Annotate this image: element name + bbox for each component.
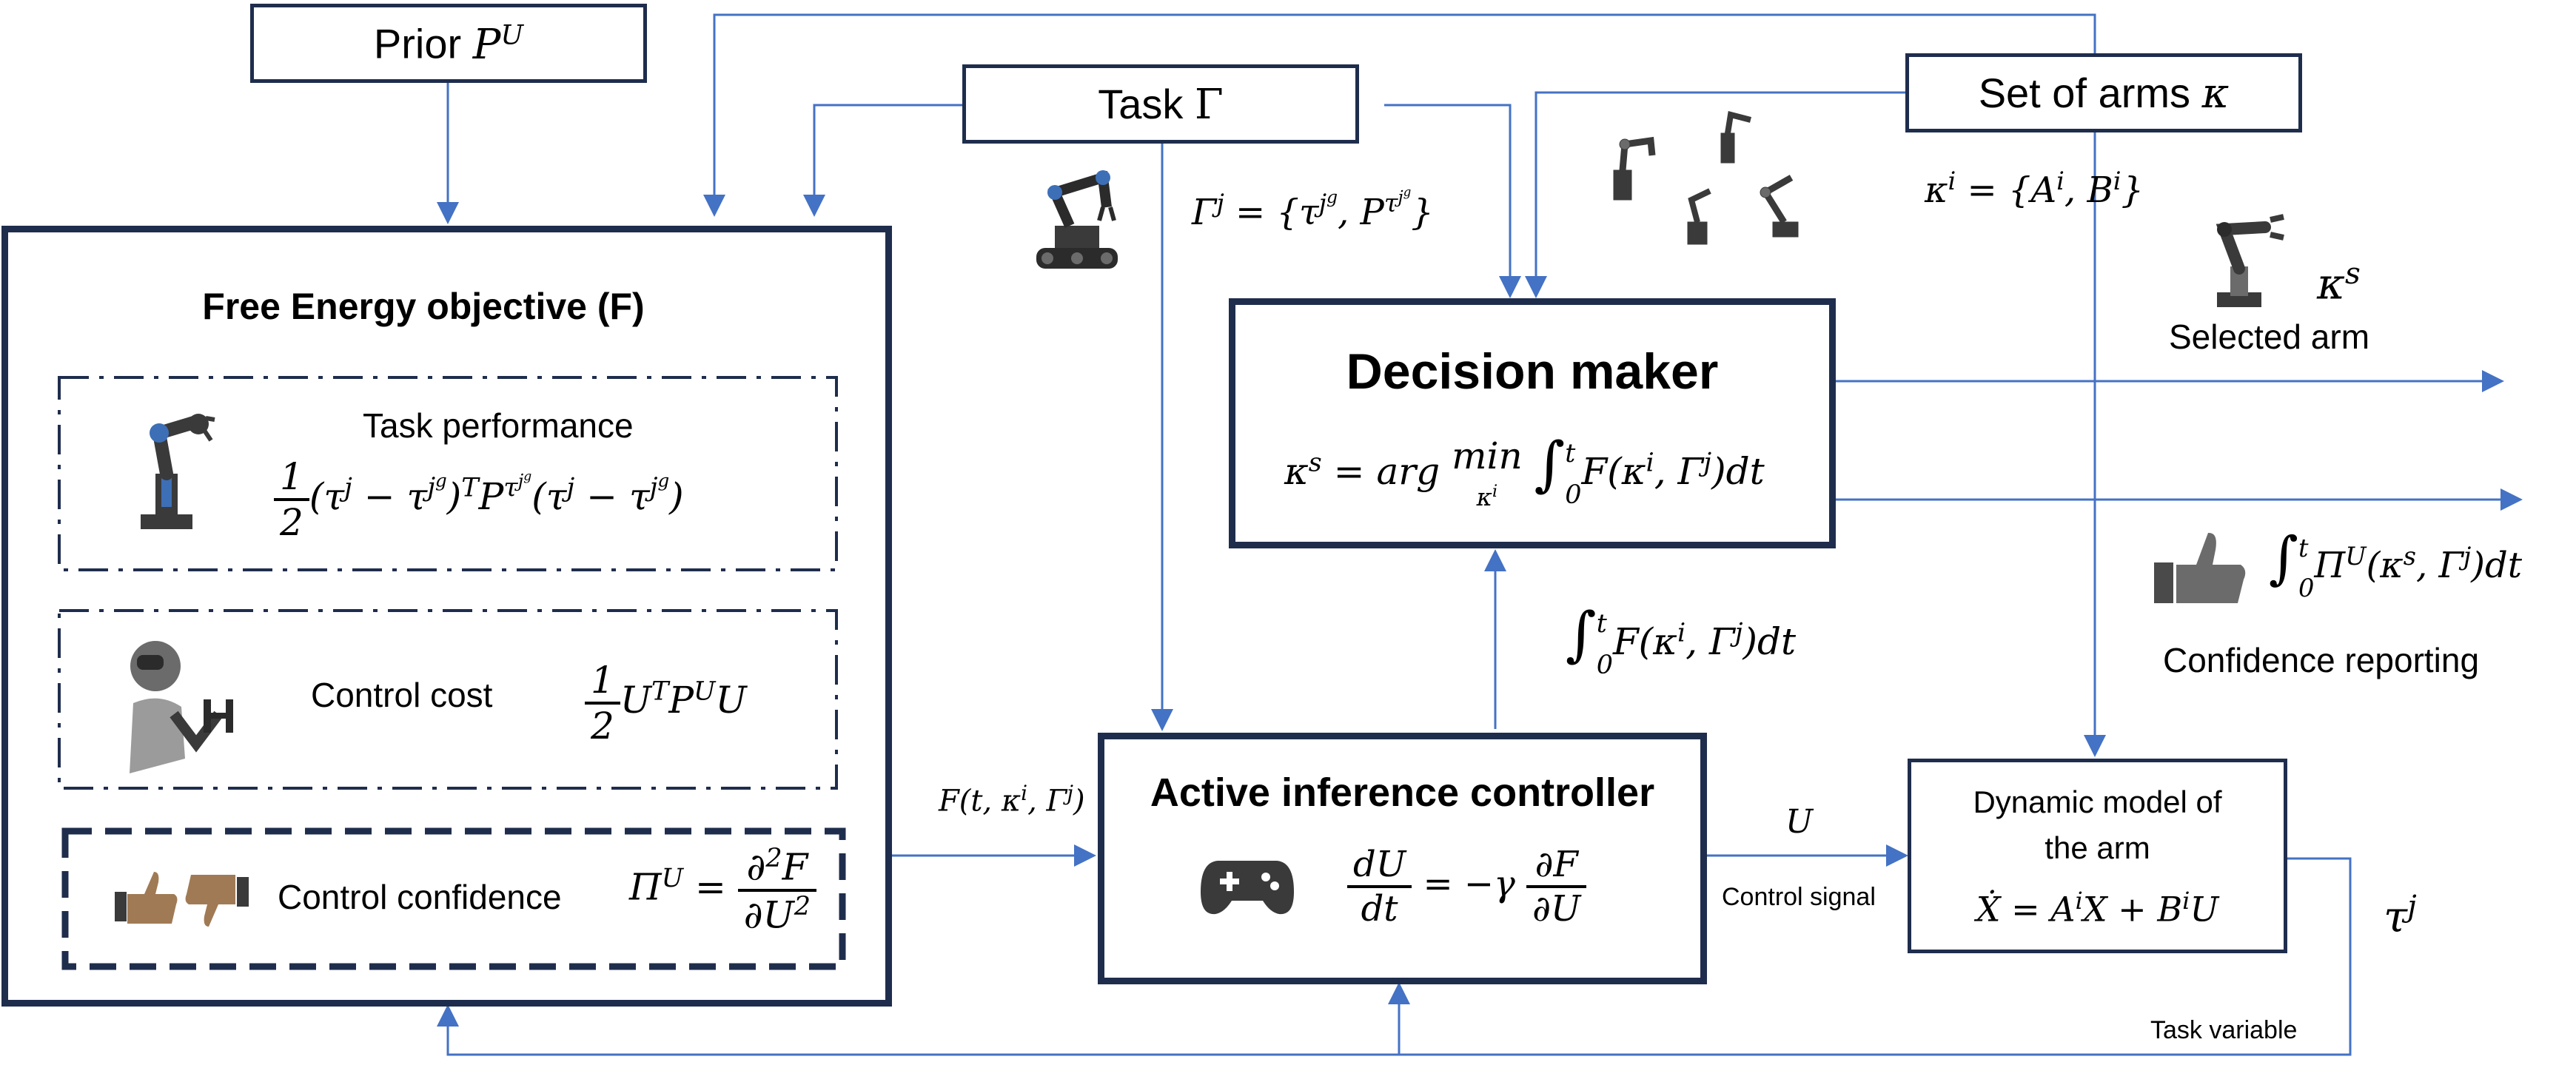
decision-maker-title: Decision maker (1346, 343, 1719, 400)
dynamics-equation: Ẋ = AiX + BiU (1976, 887, 2219, 930)
control-cost-label: Control cost (311, 676, 493, 714)
selected-arm-icon (2216, 214, 2284, 307)
task-performance-frame (58, 376, 838, 571)
selected-arm-symbol: κs (2317, 255, 2361, 309)
F-input-label: F(t, κi, Γj) (939, 781, 1085, 819)
arms-box (1905, 53, 2302, 132)
robot-arms-cluster-icon (1613, 111, 1799, 245)
prior-box (250, 4, 647, 83)
task-definition: Γj = {τjg, Pτjg} (1192, 185, 1434, 234)
arrow-task-to-decision (1384, 104, 1521, 298)
task-label: Task Γ (1098, 81, 1224, 129)
active-inference-box (1098, 733, 1707, 984)
gamepad-icon (1201, 861, 1294, 915)
dynamic-model-box (1908, 759, 2287, 953)
humanoid-robot-icon (130, 641, 233, 773)
control-confidence-frame (61, 827, 846, 970)
robot-arm-icon (141, 414, 215, 529)
task-performance-label: Task performance (363, 406, 634, 445)
control-confidence-equation: ΠU = ∂2F∂U2 (629, 844, 817, 936)
arms-label: Set of arms κ (1978, 70, 2230, 118)
dynamic-model-label-1: Dynamic model of (1973, 785, 2222, 819)
task-box (962, 64, 1359, 144)
prior-label: Prior PU (373, 19, 524, 69)
tau-label: τj (2384, 888, 2417, 942)
control-confidence-label: Control confidence (278, 878, 562, 916)
arrow-feedback-loop (437, 857, 2352, 1056)
decision-maker-box (1229, 298, 1836, 548)
dFdU-fraction: ∂F∂U (1526, 844, 1587, 930)
free-energy-box (1, 226, 892, 1007)
active-inference-title: Active inference controller (1150, 770, 1655, 815)
second-derivative-fraction: ∂2F∂U2 (737, 844, 817, 936)
selected-arm-label: Selected arm (2169, 318, 2370, 356)
task-variable-label: Task variable (2150, 1016, 2298, 1044)
free-energy-title: Free Energy objective (F) (202, 286, 645, 327)
thumbs-up-icon (2154, 532, 2246, 603)
arrow-arms-to-decision (1525, 91, 1905, 298)
control-cost-frame (58, 609, 838, 790)
mobile-robot-arm-icon (1036, 170, 1118, 269)
arm-definition: κi = {Ai, Bi} (1925, 167, 2144, 211)
dynamic-model-label-2: the arm (2045, 830, 2150, 865)
control-signal-label: Control signal (1722, 883, 1876, 911)
thumbs-up-down-icon (115, 872, 249, 927)
U-label: U (1785, 803, 1814, 841)
arrow-task-to-free-energy (803, 104, 962, 217)
confidence-reporting-label: Confidence reporting (2163, 641, 2480, 679)
